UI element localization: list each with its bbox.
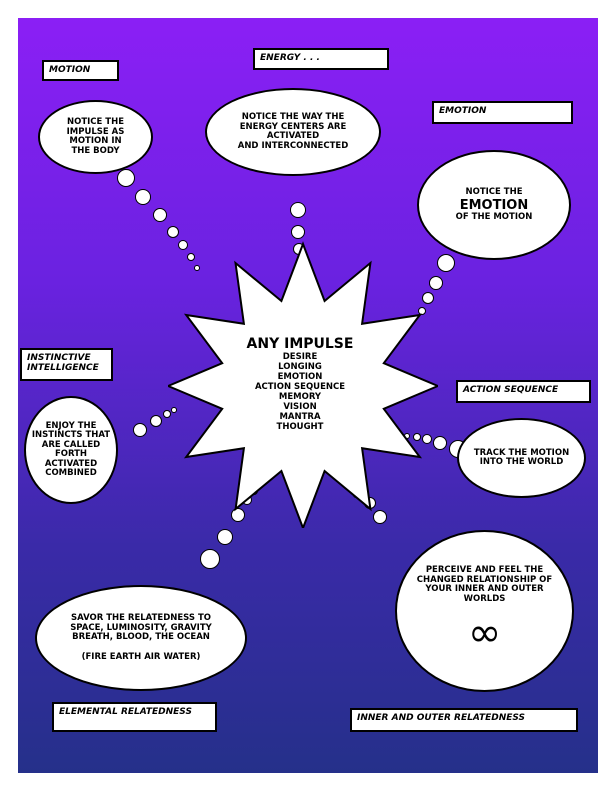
- thought-bubble-dot: [163, 410, 171, 418]
- thought-bubble-dot: [135, 189, 151, 205]
- center-item: VISION: [283, 402, 317, 412]
- thought-bubble-dot: [171, 407, 177, 413]
- starburst-center: [168, 241, 438, 528]
- thought-bubble-dot: [418, 307, 426, 315]
- cloud-text: TRACK THE MOTION: [473, 447, 570, 458]
- cloud-text: BREATH, BLOOD, THE OCEAN: [72, 632, 210, 642]
- thought-bubble-dot: [413, 433, 421, 441]
- thought-bubble-dot: [187, 253, 195, 261]
- thought-bubble-dot: [373, 510, 387, 524]
- center-item: DESIRE: [282, 352, 318, 362]
- cloud-elemental: SAVOR THE RELATEDNESS TO SPACE, LUMINOSI…: [35, 585, 247, 691]
- cloud-text: NOTICE THE WAY THE: [241, 112, 345, 122]
- cloud-text: COMBINED: [45, 468, 97, 478]
- center-item: MANTRA: [279, 412, 321, 422]
- cloud-energy: NOTICE THE WAY THE ENERGY CENTERS ARE AC…: [205, 88, 381, 176]
- thought-bubble-dot: [178, 240, 188, 250]
- thought-bubble-dot: [133, 423, 147, 437]
- center-title: ANY IMPULSE: [246, 336, 354, 352]
- cloud-text: OF THE MOTION: [455, 211, 533, 222]
- cloud-text: SPACE, LUMINOSITY, GRAVITY: [70, 622, 212, 633]
- thought-bubble-dot: [422, 292, 434, 304]
- cloud-text: ENERGY CENTERS ARE: [239, 121, 347, 132]
- cloud-text: INTO THE WORLD: [479, 457, 564, 467]
- cloud-text: FORTH: [54, 449, 88, 459]
- cloud-text: PERCEIVE AND FEEL THE: [425, 565, 544, 575]
- thought-bubble-dot: [117, 169, 135, 187]
- center-item: LONGING: [278, 362, 322, 372]
- cloud-text: ARE CALLED: [41, 439, 101, 450]
- center-item: ACTION SEQUENCE: [254, 382, 346, 392]
- thought-bubble-dot: [217, 529, 233, 545]
- caption-action-sequence: ACTION SEQUENCE: [456, 380, 591, 403]
- cloud-text: THE BODY: [71, 145, 120, 156]
- cloud-text: INSTINCTS THAT: [31, 430, 111, 440]
- caption-energy: ENERGY . . .: [253, 48, 389, 70]
- caption-inner-outer-relatedness: INNER AND OUTER RELATEDNESS: [350, 708, 578, 732]
- infinity-icon: ∞: [467, 610, 502, 656]
- caption-elemental-relatedness: ELEMENTAL RELATEDNESS: [52, 702, 217, 732]
- cloud-text: (FIRE EARTH AIR WATER): [81, 651, 201, 662]
- thought-bubble-dot: [429, 276, 443, 290]
- cloud-text: ACTIVATED: [44, 458, 98, 469]
- cloud-text: NOTICE THE: [465, 187, 523, 197]
- thought-bubble-dot: [231, 508, 245, 522]
- thought-bubble-dot: [200, 549, 220, 569]
- cloud-text: ACTIVATED: [266, 131, 320, 141]
- thought-bubble-dot: [437, 254, 455, 272]
- thought-bubble-dot: [150, 415, 162, 427]
- thought-bubble-dot: [291, 225, 305, 239]
- cloud-text: ENJOY THE: [45, 420, 97, 431]
- caption-motion: MOTION: [42, 60, 119, 81]
- center-item: MEMORY: [278, 392, 322, 402]
- center-impulse-text: ANY IMPULSE DESIRE LONGING EMOTION ACTIO…: [210, 336, 390, 432]
- cloud-text: IMPULSE AS: [66, 126, 125, 137]
- cloud-instinctive: ENJOY THE INSTINCTS THAT ARE CALLED FORT…: [24, 396, 118, 504]
- cloud-text: SAVOR THE RELATEDNESS TO: [70, 613, 212, 623]
- thought-bubble-dot: [422, 434, 432, 444]
- cloud-emotion: NOTICE THE EMOTION OF THE MOTION: [417, 150, 571, 260]
- caption-instinctive-intelligence: INSTINCTIVE INTELLIGENCE: [20, 348, 113, 381]
- center-item: THOUGHT: [276, 422, 324, 432]
- cloud-text: NOTICE THE: [66, 117, 125, 127]
- cloud-text-emphasis: EMOTION: [459, 197, 529, 213]
- cloud-text: YOUR INNER AND OUTER: [425, 584, 544, 594]
- thought-bubble-dot: [290, 202, 306, 218]
- thought-bubble-dot: [433, 436, 447, 450]
- cloud-text: MOTION IN: [69, 136, 122, 146]
- center-item: EMOTION: [277, 372, 323, 382]
- cloud-inner-outer: PERCEIVE AND FEEL THE CHANGED RELATIONSH…: [395, 530, 574, 692]
- cloud-text: WORLDS: [463, 593, 506, 604]
- thought-bubble-dot: [167, 226, 179, 238]
- cloud-action: TRACK THE MOTION INTO THE WORLD: [457, 418, 586, 498]
- cloud-text: CHANGED RELATIONSHIP OF: [416, 574, 553, 585]
- thought-bubble-dot: [194, 265, 200, 271]
- caption-emotion: EMOTION: [432, 101, 573, 124]
- cloud-text: AND INTERCONNECTED: [237, 140, 349, 151]
- thought-bubble-dot: [153, 208, 167, 222]
- cloud-motion: NOTICE THE IMPULSE AS MOTION IN THE BODY: [38, 100, 153, 174]
